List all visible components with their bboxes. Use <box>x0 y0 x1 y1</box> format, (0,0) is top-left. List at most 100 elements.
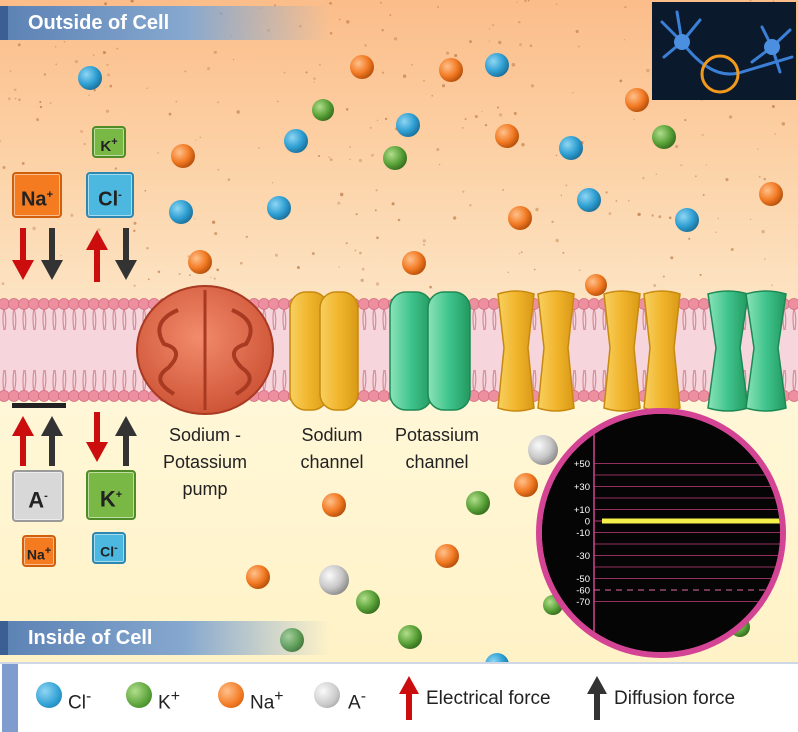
speckle <box>771 105 775 108</box>
meter-tick-label: +10 <box>574 505 590 516</box>
speckle <box>411 64 413 66</box>
extracellular-na-box: Na+ <box>12 172 62 218</box>
speckle <box>88 94 90 96</box>
speckle <box>144 189 147 192</box>
speckle <box>749 218 752 221</box>
speckle <box>354 249 357 252</box>
sodium-channel-label: Sodium channel <box>300 425 364 472</box>
na-ion-particle <box>439 58 463 82</box>
speckle <box>60 254 62 257</box>
neuron-inset-thumbnail[interactable] <box>652 2 796 100</box>
speckle <box>39 100 42 104</box>
pump-label: Sodium - Potassium pump <box>162 425 248 499</box>
force-arrows <box>12 228 137 466</box>
intracellular-a-box: A- <box>12 470 64 522</box>
speckle <box>376 119 379 121</box>
speckle <box>572 92 574 94</box>
potassium-channel-2 <box>707 290 787 412</box>
speckle <box>529 44 533 48</box>
meter-tick-label: -60 <box>576 586 590 597</box>
speckle <box>271 182 274 184</box>
speckle <box>637 212 641 217</box>
speckle <box>498 113 503 117</box>
speckle <box>701 133 704 136</box>
speckle <box>245 235 248 239</box>
speckle <box>653 283 657 288</box>
speckle <box>217 101 220 104</box>
speckle <box>520 251 523 254</box>
speckle <box>462 127 464 129</box>
sodium-channel-2 <box>497 290 575 412</box>
speckle <box>619 79 623 83</box>
speckle <box>195 139 197 141</box>
a-symbol: A <box>28 487 45 513</box>
potassium-channel-1 <box>389 291 471 411</box>
speckle <box>102 50 106 55</box>
speckle <box>380 1 382 4</box>
k-diffusion-force-arrow-up <box>115 416 137 466</box>
speckle <box>464 118 467 121</box>
k-electrical-force-arrow-down <box>86 412 108 462</box>
intracellular-cl-box: Cl- <box>92 532 126 564</box>
speckle <box>452 216 457 220</box>
speckle <box>349 146 351 148</box>
cl-ion-particle <box>78 66 102 90</box>
speckle <box>715 231 717 233</box>
speckle <box>1 282 5 286</box>
speckle <box>757 148 759 150</box>
speckle <box>283 71 286 74</box>
speckle <box>628 200 630 202</box>
speckle <box>311 252 315 256</box>
k-ion-particle <box>652 125 676 149</box>
speckle <box>774 133 776 135</box>
na-symbol: Na <box>20 188 47 211</box>
inside-cell-title: Inside of Cell <box>28 627 153 649</box>
k-ion-particle <box>356 590 380 614</box>
speckle <box>474 114 478 119</box>
speckle <box>157 152 160 154</box>
a-legend-icon <box>314 682 340 708</box>
speckle <box>213 277 216 280</box>
speckle <box>488 40 491 42</box>
speckle <box>358 158 363 163</box>
speckle <box>462 190 465 193</box>
speckle <box>381 29 384 32</box>
k-legend-label: K+ <box>158 688 180 714</box>
speckle <box>17 43 21 47</box>
speckle <box>498 40 502 45</box>
speckle <box>2 165 6 170</box>
speckle <box>438 163 441 166</box>
speckle <box>109 84 113 88</box>
speckle <box>705 164 708 166</box>
sodium-potassium-pump <box>136 285 274 415</box>
speckle <box>355 213 358 216</box>
speckle <box>146 246 149 250</box>
na-ion-particle <box>759 182 783 206</box>
speckle <box>670 256 674 260</box>
cl-ion-particle <box>169 200 193 224</box>
speckle <box>555 238 559 243</box>
speckle <box>488 28 491 30</box>
speckle <box>535 207 539 212</box>
speckle <box>770 284 773 287</box>
speckle <box>32 226 36 231</box>
speckle <box>658 215 662 219</box>
na-ion-particle <box>508 206 532 230</box>
sodium-channel-3 <box>603 290 681 412</box>
cl-ion-particle <box>267 196 291 220</box>
na-electrical-force-arrow-down <box>12 228 34 280</box>
speckle <box>615 200 618 202</box>
meter-screen <box>542 414 780 652</box>
speckle <box>668 216 672 220</box>
speckle <box>565 184 568 187</box>
speckle <box>369 126 372 129</box>
speckle <box>484 123 488 127</box>
a-blocked-bar <box>12 403 66 408</box>
speckle <box>116 47 119 50</box>
speckle <box>7 97 11 101</box>
speckle <box>184 70 187 73</box>
na-ion-particle <box>171 144 195 168</box>
outside-cell-title-bar: Outside of Cell <box>0 6 330 40</box>
voltage-readout: +50+30+100-10-30-50-60-70 <box>542 414 780 652</box>
cl-ion-particle <box>284 129 308 153</box>
